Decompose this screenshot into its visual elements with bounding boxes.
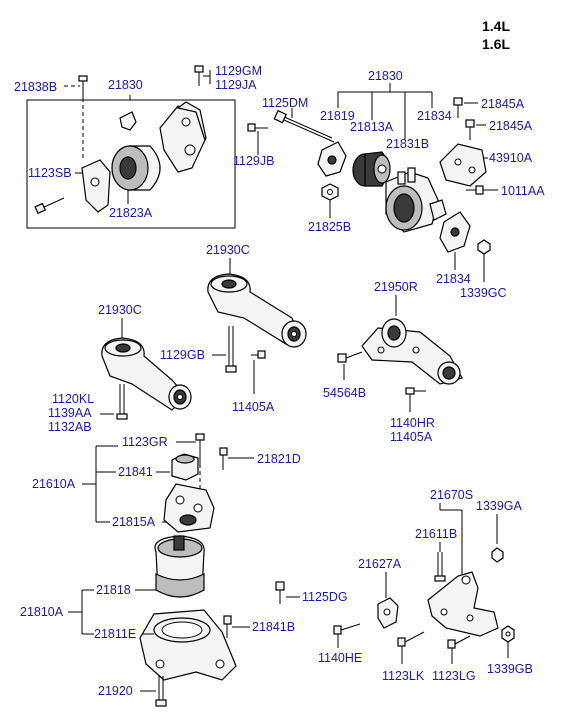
insulator-21823A [111,145,161,191]
bracket-1123SB [81,159,111,213]
label-21810A[interactable]: 21810A [20,605,64,619]
nut-21825B [321,183,339,201]
bracket-21670S [427,571,499,637]
label-1139AA[interactable]: 1139AA [48,406,92,420]
label-21813A[interactable]: 21813A [350,120,394,134]
label-1123GR[interactable]: 1123GR [122,435,168,449]
label-21610A[interactable]: 21610A [32,477,76,491]
label-21818[interactable]: 21818 [96,583,131,597]
label-1123SB[interactable]: 1123SB [28,166,72,180]
label-21831B[interactable]: 21831B [386,137,429,151]
label-21627A[interactable]: 21627A [358,557,402,571]
label-21834-top[interactable]: 21834 [417,109,452,123]
label-21930C-lower[interactable]: 21930C [98,303,142,317]
label-21841[interactable]: 21841 [118,465,153,479]
label-1129JB[interactable]: 1129JB [233,154,274,168]
label-1132AB[interactable]: 1132AB [48,420,92,434]
label-11405A-right[interactable]: 11405A [390,430,433,444]
engine-variant-1: 1.4L [482,18,510,34]
label-21834-bottom[interactable]: 21834 [436,272,471,286]
bolt-54564B [337,351,363,363]
housing-21831B [385,167,447,233]
bolt-1123LK [397,631,425,647]
bolt-21841B [223,615,232,638]
bushing-21813A [352,151,391,187]
label-1011AA[interactable]: 1011AA [501,184,545,198]
bolt-11405A-middle [251,350,266,359]
label-21920[interactable]: 21920 [98,684,133,698]
nut-1339GC [477,239,491,255]
label-21825B[interactable]: 21825B [308,220,351,234]
washer-plate-21819 [317,141,347,177]
bolt-1140HR [405,387,426,395]
mount-21950R [361,318,463,385]
bolt-21821D [219,447,228,470]
bolt-1123GR [195,433,205,464]
label-1120KL[interactable]: 1120KL [52,392,94,406]
label-21670S[interactable]: 21670S [430,488,473,502]
stud-21611B [434,552,446,582]
mount-21818 [154,535,205,598]
label-43910A[interactable]: 43910A [489,151,533,165]
label-21841B[interactable]: 21841B [252,620,295,634]
label-21838B[interactable]: 21838B [14,80,57,94]
label-1123LK[interactable]: 1123LK [382,669,425,683]
label-21950R[interactable]: 21950R [374,280,418,294]
label-21821D[interactable]: 21821D [257,452,301,466]
label-21823A[interactable]: 21823A [109,206,153,220]
label-21845A-lower[interactable]: 21845A [489,119,533,133]
bolt-21920 [155,676,167,707]
engine-variant-2: 1.6L [482,36,510,52]
label-21819[interactable]: 21819 [320,109,355,123]
nut-21841 [171,453,199,481]
label-1129GM[interactable]: 1129GM [215,64,262,78]
label-21611B[interactable]: 21611B [415,527,457,541]
bracket-21815A [163,483,215,533]
label-21811E[interactable]: 21811E [94,627,136,641]
label-21830-left[interactable]: 21830 [108,78,143,92]
bolt-1140HE [333,623,361,635]
label-1339GA[interactable]: 1339GA [476,499,523,513]
nut-1339GB [501,625,515,643]
mount-21930C-upper [207,273,307,348]
mount-21930C-lower [101,337,192,411]
clip-21627A [377,597,399,629]
bolt-1120KL [116,384,128,420]
bolt-1011AA [466,185,484,195]
bracket-21811E [139,609,237,681]
label-21815A[interactable]: 21815A [112,515,156,529]
label-1125DM[interactable]: 1125DM [262,96,308,110]
bolt-1129JB [247,123,268,132]
label-1123LG[interactable]: 1123LG [432,669,476,683]
bolt-1129GM [194,65,204,86]
nut-1339GA [491,547,504,563]
label-21845A-upper[interactable]: 21845A [481,97,525,111]
plate-21834 [439,211,471,253]
label-54564B[interactable]: 54564B [323,386,366,400]
label-1129GB[interactable]: 1129GB [160,348,205,362]
bolt-1123LG [447,635,471,649]
bolt-1125DG [275,581,285,604]
label-1140HE[interactable]: 1140HE [318,651,362,665]
label-1125DG[interactable]: 1125DG [302,590,348,604]
bracket-43910A [439,143,487,187]
label-21930C-upper[interactable]: 21930C [206,243,250,257]
bolt-1129GB [225,326,237,373]
label-1140HR[interactable]: 1140HR [390,416,435,430]
bolt-1123SB [34,197,65,215]
label-1129JA[interactable]: 1129JA [215,78,257,92]
assembly-box-21830 [26,99,236,229]
label-1339GB[interactable]: 1339GB [487,662,533,676]
bolt-21845A-upper [453,97,463,118]
label-1339GC[interactable]: 1339GC [460,286,507,300]
bolt-21845A-lower [465,119,475,140]
label-11405A-middle[interactable]: 11405A [232,400,275,414]
bolt-1125DM [273,109,335,143]
bolt-21838B [78,75,88,98]
label-21830-right[interactable]: 21830 [368,69,403,83]
bracket-21830-top [119,101,207,173]
